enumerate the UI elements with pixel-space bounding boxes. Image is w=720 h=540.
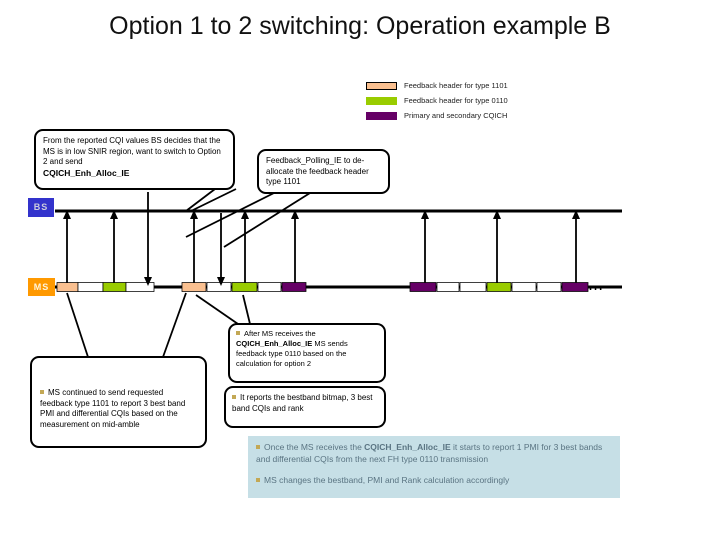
callout-it-reports: It reports the bestband bitmap, 3 best b… [224, 386, 386, 428]
callout-bold-text: CQICH_Enh_Alloc_IE [43, 167, 130, 178]
callout-feedback-polling: Feedback_Polling_IE to de-allocate the f… [257, 149, 390, 194]
feedback-segment-purple [409, 282, 437, 292]
downlink-arrowhead-icon [144, 277, 152, 286]
feedback-segment-green [486, 282, 512, 292]
callout-ms-continued: MS continued to send requested feedback … [30, 356, 207, 448]
legend-label: Feedback header for type 0110 [404, 96, 508, 105]
bullet-icon [256, 477, 260, 482]
info-text: MS changes the bestband, PMI and Rank ca… [264, 474, 510, 485]
feedback-segment-tan [181, 282, 207, 292]
callout-pointer-line [66, 292, 89, 358]
feedback-segment-tan [56, 282, 79, 292]
callout-pointer-line [242, 294, 251, 325]
bullet-icon [232, 395, 236, 399]
callout-text: MS continued to send requested feedback … [40, 388, 186, 429]
feedback-segment-white [257, 282, 282, 292]
bullet-icon [236, 331, 240, 335]
feedback-segment-white [436, 282, 460, 292]
uplink-arrowhead-icon [190, 210, 198, 219]
callout-text: MS sends feedback type 0110 based on the… [236, 338, 348, 368]
uplink-arrowhead-icon [493, 210, 501, 219]
uplink-arrowhead-icon [572, 210, 580, 219]
callout-text: From the reported CQI values BS decides … [43, 136, 221, 167]
info-box: Once the MS receives the CQICH_Enh_Alloc… [248, 436, 620, 498]
bs-actor-box: BS [28, 198, 54, 217]
downlink-arrowhead-icon [217, 277, 225, 286]
legend-label: Primary and secondary CQICH [404, 111, 508, 120]
feedback-segment-white [206, 282, 232, 292]
legend-label: Feedback header for type 1101 [404, 81, 508, 90]
info-bold-text: CQICH_Enh_Alloc_IE [364, 442, 451, 452]
legend-item: Primary and secondary CQICH [366, 111, 508, 120]
legend-swatch-type-1101-icon [366, 81, 397, 90]
feedback-segment-white [511, 282, 537, 292]
callout-pointer-line [185, 190, 279, 238]
callout-pointer-line [223, 192, 311, 248]
info-text: Once the MS receives the [264, 442, 365, 452]
page-title: Option 1 to 2 switching: Operation examp… [109, 12, 611, 40]
callout-pointer-line [162, 292, 187, 358]
info-paragraph-2: MS changes the bestband, PMI and Rank ca… [256, 475, 612, 487]
callout-text: After MS receives the [244, 329, 316, 338]
uplink-arrowhead-icon [63, 210, 71, 219]
timeline-ellipsis-right: ... [589, 281, 605, 293]
uplink-arrowhead-icon [291, 210, 299, 219]
legend-item: Feedback header for type 1101 [366, 81, 508, 90]
feedback-segment-purple [281, 282, 307, 292]
legend-swatch-type-0110-icon [366, 96, 397, 105]
timeline-ellipsis-left: ... [334, 279, 350, 291]
feedback-segment-white [459, 282, 487, 292]
legend-swatch-cqich-icon [366, 111, 397, 120]
feedback-segment-purple [561, 282, 589, 292]
callout-pointer-line [190, 188, 237, 212]
callout-text: It reports the bestband bitmap, 3 best b… [232, 393, 373, 413]
legend: Feedback header for type 1101 Feedback h… [366, 81, 508, 126]
feedback-segment-white [125, 282, 155, 292]
callout-bs-decides: From the reported CQI values BS decides … [34, 129, 235, 190]
feedback-segment-white [77, 282, 104, 292]
legend-item: Feedback header for type 0110 [366, 96, 508, 105]
ms-actor-box: MS [28, 278, 55, 296]
callout-pointer-line [185, 188, 216, 212]
feedback-segment-green [231, 282, 258, 292]
uplink-arrowhead-icon [241, 210, 249, 219]
feedback-segment-white [536, 282, 562, 292]
info-paragraph-1: Once the MS receives the CQICH_Enh_Alloc… [256, 442, 612, 466]
uplink-arrowhead-icon [421, 210, 429, 219]
callout-pointer-line [195, 294, 239, 325]
info-text: it starts to report 1 PMI for 3 best ban… [256, 442, 603, 464]
bullet-icon [256, 445, 260, 449]
callout-after-ms-receives: After MS receives the CQICH_Enh_Alloc_IE… [228, 323, 386, 383]
feedback-segment-green [102, 282, 127, 292]
uplink-arrowhead-icon [110, 210, 118, 219]
bullet-icon [40, 390, 44, 394]
callout-text: Feedback_Polling_IE to de-allocate the f… [266, 156, 369, 187]
callout-bold-text: CQICH_Enh_Alloc_IE [236, 338, 313, 348]
